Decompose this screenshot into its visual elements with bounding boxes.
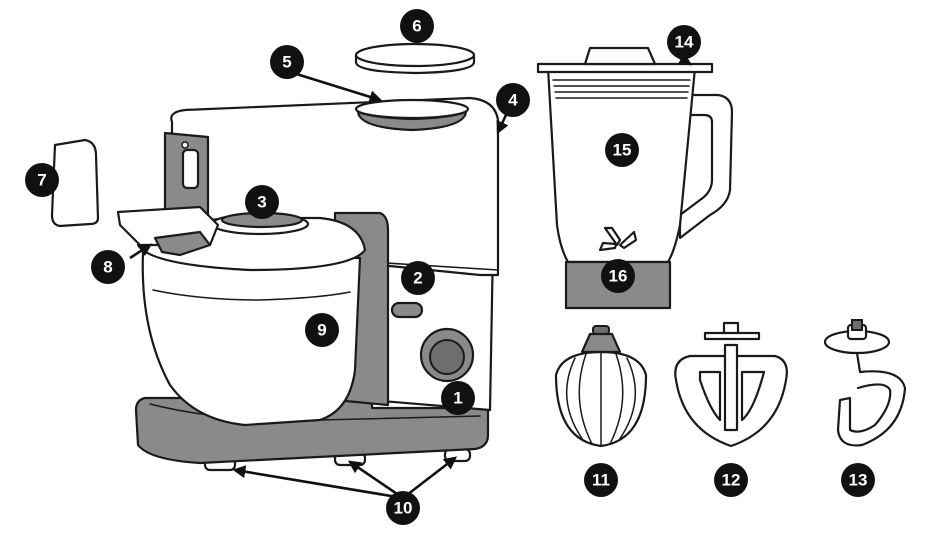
callout-2-label: 2 (413, 269, 422, 288)
callout-14-label: 14 (675, 33, 694, 52)
callout-10: 10 (386, 491, 420, 525)
callout-15: 15 (605, 133, 639, 167)
callout-3-label: 3 (257, 193, 266, 212)
callout-16: 16 (601, 259, 635, 293)
callout-7: 7 (25, 163, 59, 197)
callout-5: 5 (270, 45, 304, 79)
blender-blade (598, 226, 638, 252)
flat-beater (674, 321, 788, 448)
callout-8-label: 8 (103, 258, 112, 277)
release-button (390, 301, 424, 319)
attachment-cover (50, 138, 100, 228)
callout-9-label: 9 (317, 321, 326, 340)
callout-8: 8 (91, 250, 125, 284)
callout-7-label: 7 (37, 171, 46, 190)
callout-6: 6 (400, 9, 434, 43)
blender-lid (536, 62, 714, 74)
mixing-bowl (141, 250, 362, 427)
whisk (554, 325, 648, 448)
callout-2: 2 (401, 261, 435, 295)
callout-11-label: 11 (592, 471, 610, 490)
callout-3: 3 (245, 185, 279, 219)
callout-1-label: 1 (453, 389, 462, 408)
measuring-marks (552, 79, 691, 99)
callout-14: 14 (667, 25, 701, 59)
callout-12: 12 (714, 463, 748, 497)
callout-6-label: 6 (412, 17, 421, 36)
callout-15-label: 15 (613, 141, 632, 160)
callout-1: 1 (441, 381, 475, 415)
callout-10-label: 10 (394, 499, 413, 518)
port-cover (354, 42, 476, 75)
callout-13-label: 13 (849, 471, 868, 490)
callout-4: 4 (496, 83, 530, 117)
dough-hook (823, 319, 907, 447)
blender (536, 46, 734, 310)
callout-12-label: 12 (722, 471, 741, 490)
stand-mixer (116, 96, 500, 472)
callout-11: 11 (584, 463, 618, 497)
callout-5-label: 5 (282, 53, 291, 72)
callout-16-label: 16 (609, 267, 628, 286)
speed-dial (419, 327, 475, 383)
callout-4-label: 4 (508, 91, 518, 110)
callout-13: 13 (841, 463, 875, 497)
callout-9: 9 (305, 313, 339, 347)
